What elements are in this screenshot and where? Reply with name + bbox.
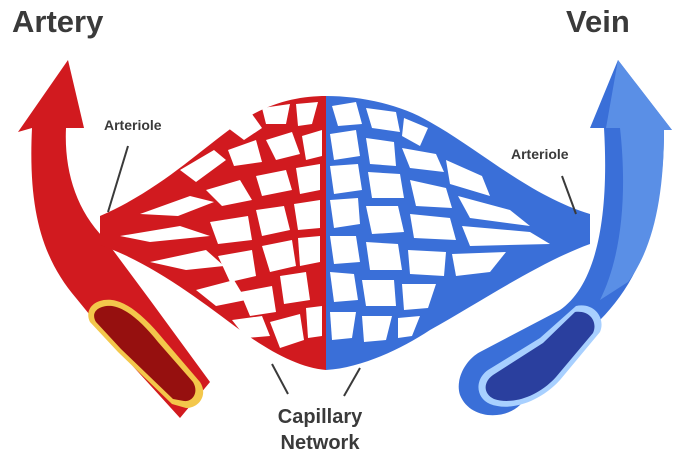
arteriole-right-label: Arteriole	[511, 146, 569, 162]
capillary-label-line2: Network	[240, 430, 400, 456]
artery-title: Artery	[12, 4, 103, 40]
capillary-label-line1: Capillary	[240, 404, 400, 430]
capillary-network-label: Capillary Network	[240, 404, 400, 456]
capillary-leader-left	[272, 364, 288, 394]
capillary-leader-right	[344, 368, 360, 396]
arteriole-left-leader	[108, 146, 128, 212]
arteriole-left-label: Arteriole	[104, 117, 162, 133]
vein-title: Vein	[566, 4, 630, 40]
